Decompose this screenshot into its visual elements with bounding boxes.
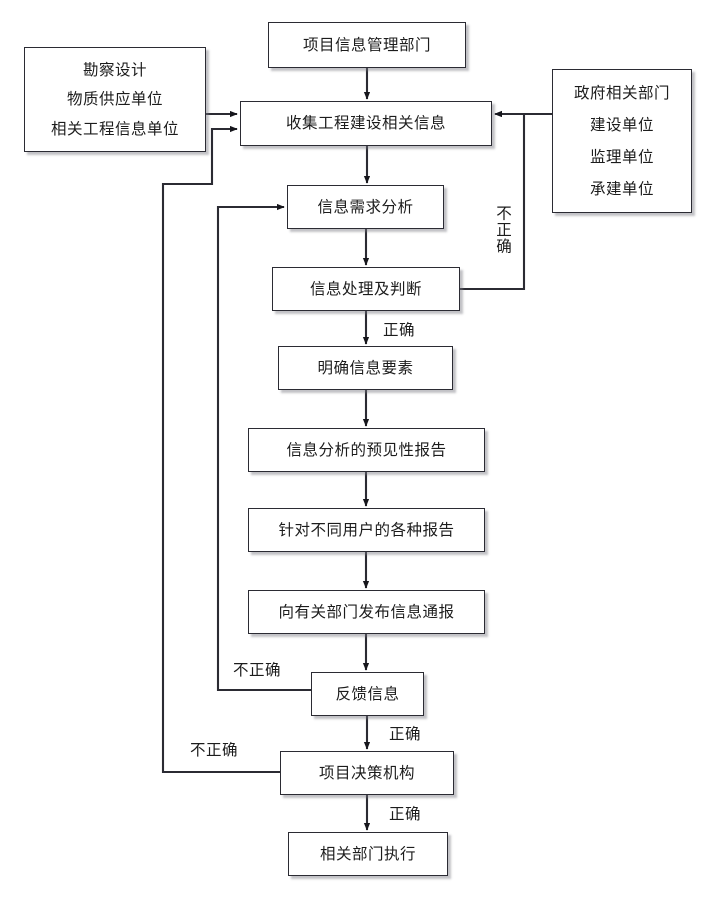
node-label: 收集工程建设相关信息 (285, 114, 446, 133)
node-label: 向有关部门发布信息通报 (278, 602, 455, 621)
node-demand-analysis[interactable]: 信息需求分析 (287, 185, 444, 229)
node-publish-bulletin[interactable]: 向有关部门发布信息通报 (248, 590, 485, 634)
node-label-line-2: 物质供应单位 (66, 90, 163, 109)
node-label-line-4: 承建单位 (589, 179, 654, 198)
node-decision-body[interactable]: 项目决策机构 (280, 751, 454, 795)
node-label-line-3: 相关工程信息单位 (50, 120, 179, 138)
edge-label-correct-feedback: 正确 (389, 725, 422, 743)
node-label-line-1: 政府相关部门 (573, 83, 670, 102)
edge-label-correct-judge: 正确 (383, 321, 416, 339)
edge-label-incorrect-decision: 不正确 (190, 741, 239, 759)
node-government-units[interactable]: 政府相关部门 建设单位 监理单位 承建单位 (552, 69, 692, 213)
node-label: 信息处理及判断 (309, 279, 422, 298)
node-label: 项目决策机构 (318, 763, 415, 782)
node-user-reports[interactable]: 针对不同用户的各种报告 (248, 508, 485, 552)
node-process-judge[interactable]: 信息处理及判断 (272, 267, 460, 311)
node-project-info-dept[interactable]: 项目信息管理部门 (268, 22, 466, 68)
node-label: 针对不同用户的各种报告 (278, 520, 455, 539)
node-collect-info[interactable]: 收集工程建设相关信息 (240, 101, 492, 146)
node-label: 明确信息要素 (317, 358, 414, 377)
node-label: 反馈信息 (335, 684, 400, 703)
node-dept-execute[interactable]: 相关部门执行 (288, 832, 448, 876)
node-label: 相关部门执行 (319, 844, 416, 863)
node-survey-supply-units[interactable]: 勘察设计 物质供应单位 相关工程信息单位 (24, 47, 206, 152)
node-label: 信息需求分析 (317, 197, 414, 216)
node-clarify-elements[interactable]: 明确信息要素 (278, 346, 453, 390)
edge-label-incorrect-judge: 不正确 (494, 205, 512, 255)
node-label-line-1: 勘察设计 (82, 60, 147, 79)
node-label: 项目信息管理部门 (302, 35, 431, 54)
node-label: 信息分析的预见性报告 (286, 440, 447, 459)
edge-label-incorrect-feedback: 不正确 (233, 661, 282, 679)
node-label-line-3: 监理单位 (589, 147, 654, 166)
node-predictive-report[interactable]: 信息分析的预见性报告 (248, 428, 485, 472)
node-feedback-info[interactable]: 反馈信息 (311, 672, 424, 716)
edge-label-correct-decision: 正确 (389, 805, 422, 823)
node-label-line-2: 建设单位 (589, 115, 654, 134)
